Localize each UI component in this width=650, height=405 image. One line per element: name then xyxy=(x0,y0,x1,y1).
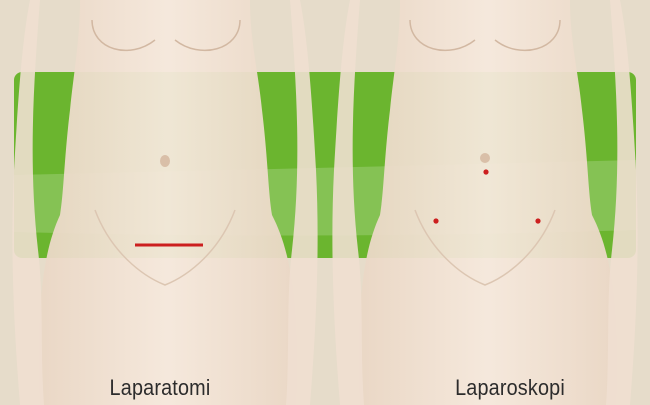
laparoscopy-port-right xyxy=(535,218,540,223)
laparoscopy-port-left xyxy=(433,218,438,223)
laparoscopy-port-umbilical xyxy=(483,169,488,174)
caption-laparoscopy: Laparoskopi xyxy=(429,375,591,401)
caption-laparatomy: Laparatomi xyxy=(79,375,241,401)
